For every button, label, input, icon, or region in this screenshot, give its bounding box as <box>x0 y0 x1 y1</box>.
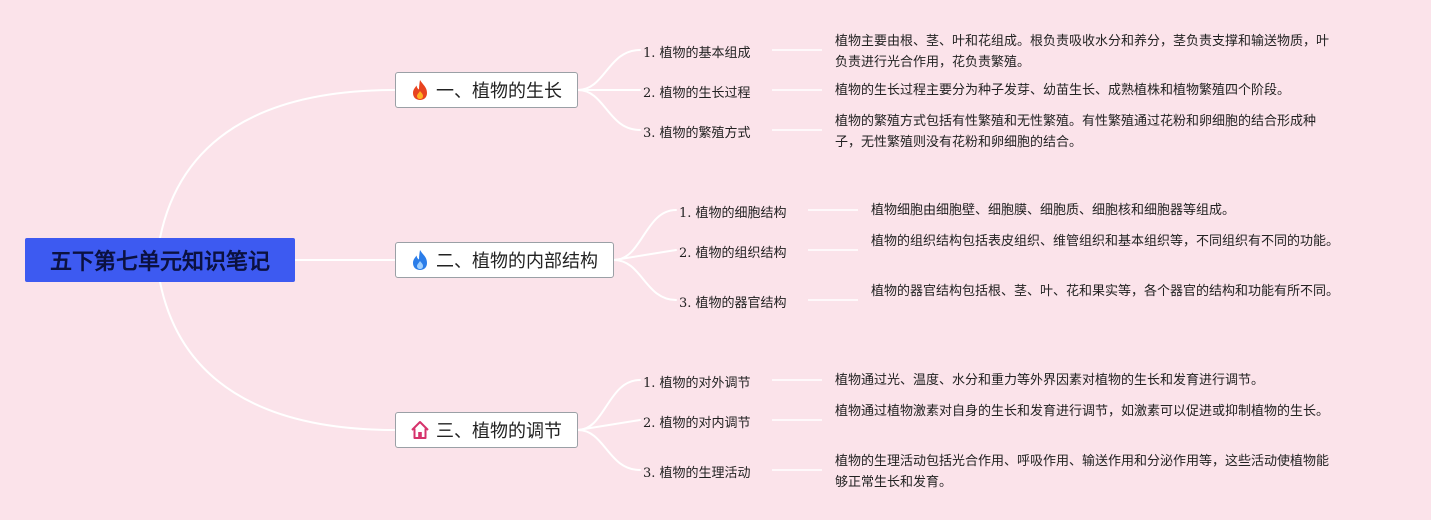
topic-description: 植物的繁殖方式包括有性繁殖和无性繁殖。有性繁殖通过花粉和卵细胞的结合形成种子，无… <box>835 114 1317 150</box>
topic-description: 植物细胞由细胞壁、细胞膜、细胞质、细胞核和细胞器等组成。 <box>871 203 1236 218</box>
topic-cell-structure[interactable]: 1. 植物的细胞结构 <box>679 206 787 221</box>
topic-external-regulation[interactable]: 1. 植物的对外调节 <box>643 376 751 391</box>
branch-internal-structure[interactable]: 二、植物的内部结构 <box>395 242 614 278</box>
topic-organ-structure[interactable]: 3. 植物的器官结构 <box>679 296 787 311</box>
root-title: 五下第七单元知识笔记 <box>49 250 270 275</box>
root-topic[interactable]: 五下第七单元知识笔记 <box>25 238 295 282</box>
topic-description: 植物的器官结构包括根、茎、叶、花和果实等，各个器官的结构和功能有所不同。 <box>871 284 1340 299</box>
branch-label: 三、植物的调节 <box>436 421 562 442</box>
topic-description: 植物通过植物激素对自身的生长和发育进行调节，如激素可以促进或抑制植物的生长。 <box>835 404 1330 419</box>
branch-label: 一、植物的生长 <box>436 81 562 102</box>
topic-description: 植物的生长过程主要分为种子发芽、幼苗生长、成熟植株和植物繁殖四个阶段。 <box>835 83 1291 98</box>
topic-tissue-structure[interactable]: 2. 植物的组织结构 <box>679 246 787 261</box>
topic-description: 植物的组织结构包括表皮组织、维管组织和基本组织等，不同组织有不同的功能。 <box>871 234 1340 249</box>
topic-reproduction[interactable]: 3. 植物的繁殖方式 <box>643 126 751 141</box>
topic-description: 植物通过光、温度、水分和重力等外界因素对植物的生长和发育进行调节。 <box>835 373 1265 388</box>
topic-description: 植物主要由根、茎、叶和花组成。根负责吸收水分和养分，茎负责支撑和输送物质，叶负责… <box>835 34 1330 70</box>
fire-icon <box>410 79 430 101</box>
blue-flame-icon <box>410 249 430 271</box>
topic-physiological-activity[interactable]: 3. 植物的生理活动 <box>643 466 751 481</box>
topic-internal-regulation[interactable]: 2. 植物的对内调节 <box>643 416 751 431</box>
branch-plant-growth[interactable]: 一、植物的生长 <box>395 72 578 108</box>
topic-growth-process[interactable]: 2. 植物的生长过程 <box>643 86 751 101</box>
branch-label: 二、植物的内部结构 <box>436 251 598 272</box>
topic-basic-composition[interactable]: 1. 植物的基本组成 <box>643 46 751 61</box>
branch-plant-regulation[interactable]: 三、植物的调节 <box>395 412 578 448</box>
topic-description: 植物的生理活动包括光合作用、呼吸作用、输送作用和分泌作用等，这些活动使植物能够正… <box>835 454 1330 490</box>
house-icon <box>410 419 430 441</box>
